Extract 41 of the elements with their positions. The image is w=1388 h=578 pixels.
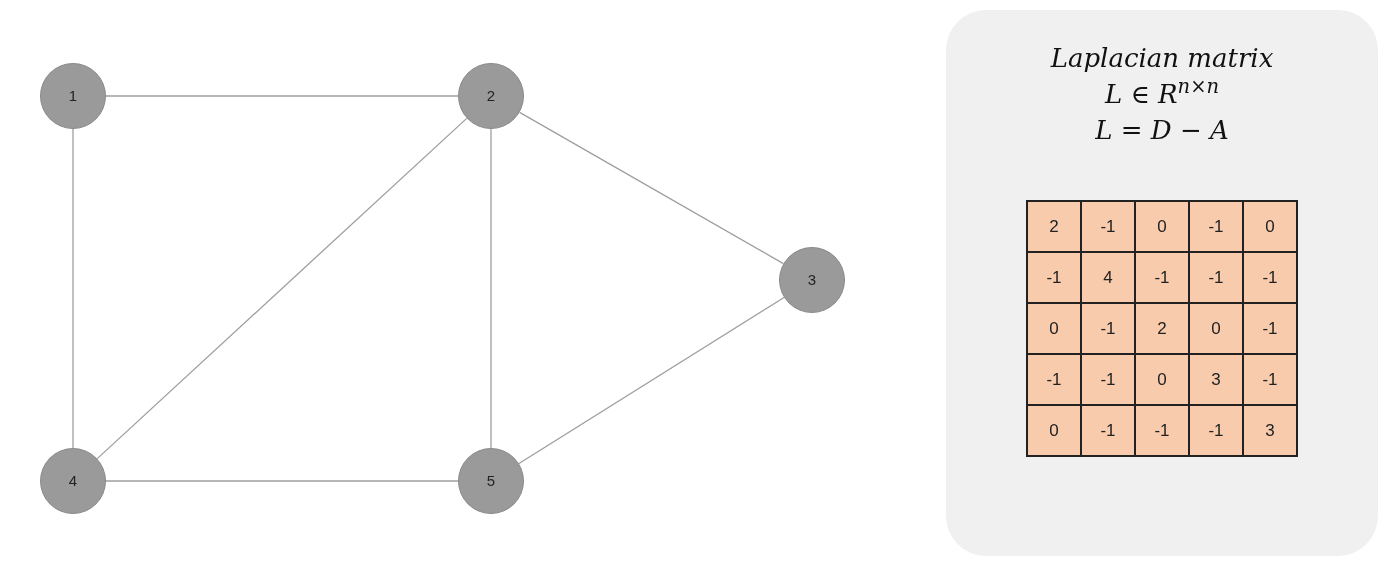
connector-line [72, 128, 74, 449]
matrix-cell: 0 [1243, 201, 1297, 252]
vertex-number: 3 [807, 269, 817, 290]
connector-line [490, 128, 492, 449]
vertex-number: 5 [486, 470, 496, 491]
connector-line [519, 111, 784, 265]
matrix-cell: 0 [1135, 354, 1189, 405]
vertex-number: 2 [486, 85, 496, 106]
connector-line [518, 296, 785, 465]
matrix-cell: 2 [1135, 303, 1189, 354]
matrix-cell: -1 [1081, 354, 1135, 405]
formula: L ∈ R$^{n×n}$ [1104, 76, 1220, 111]
matrix-cell: -1 [1189, 201, 1243, 252]
connector-line [96, 117, 468, 460]
matrix-cell: -1 [1027, 354, 1081, 405]
panel-heading: Laplacian matrix [1050, 42, 1274, 75]
matrix-cell: -1 [1081, 405, 1135, 456]
matrix-cell: -1 [1189, 252, 1243, 303]
matrix-cell: 0 [1135, 201, 1189, 252]
formula: L = D − A [1095, 114, 1229, 147]
vertex-number: 1 [68, 85, 78, 106]
matrix-cell: 0 [1027, 303, 1081, 354]
vertex-number: 4 [68, 470, 78, 491]
matrix-cell: -1 [1243, 354, 1297, 405]
matrix-cell: -1 [1135, 252, 1189, 303]
matrix-cell: 3 [1243, 405, 1297, 456]
matrix-cell: 2 [1027, 201, 1081, 252]
matrix-cell: 4 [1081, 252, 1135, 303]
matrix-cell: 0 [1189, 303, 1243, 354]
matrix-panel [946, 10, 1378, 556]
matrix-cell: 3 [1189, 354, 1243, 405]
connector-line [105, 95, 459, 97]
matrix-cell: -1 [1081, 303, 1135, 354]
connector-line [105, 480, 459, 482]
matrix-cell: -1 [1027, 252, 1081, 303]
matrix-cell: -1 [1135, 405, 1189, 456]
matrix-cell: -1 [1081, 201, 1135, 252]
matrix-cell: -1 [1189, 405, 1243, 456]
matrix-cell: -1 [1243, 252, 1297, 303]
matrix-cell: -1 [1243, 303, 1297, 354]
matrix-cell: 0 [1027, 405, 1081, 456]
